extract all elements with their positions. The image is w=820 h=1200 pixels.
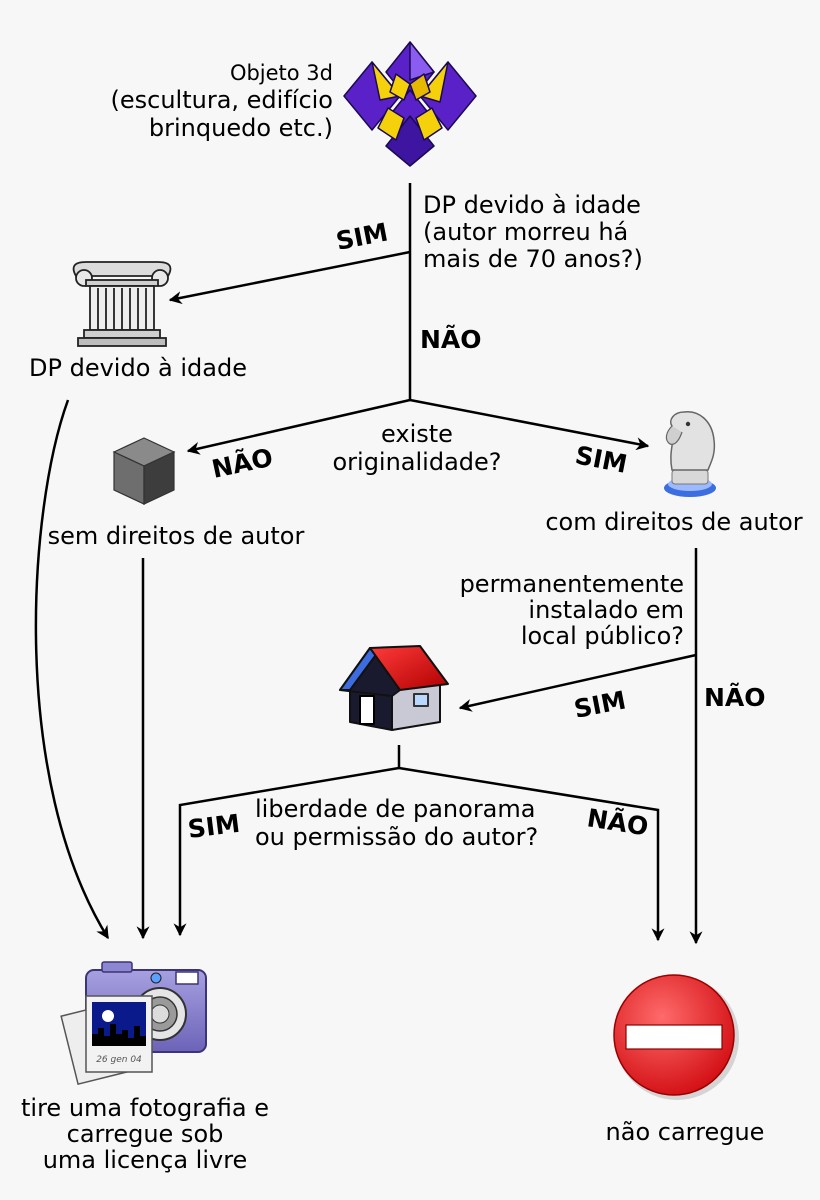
octahedron-sculpture-icon — [343, 41, 477, 167]
public-place-question-line-1: permanentemente — [460, 570, 684, 598]
panorama-question: liberdade de panorama ou permissão do au… — [255, 795, 538, 851]
place-no-label: NÃO — [704, 683, 766, 712]
public-domain-label: DP devido à idade — [29, 354, 247, 382]
stop-sign-icon — [613, 974, 739, 1100]
copyright-label: com direitos de autor — [545, 508, 802, 536]
place-yes-label: SIM — [572, 685, 629, 723]
originality-question: existe originalidade? — [332, 420, 501, 476]
originality-yes-label: SIM — [573, 440, 630, 478]
connectors — [34, 183, 703, 945]
no-copyright-label: sem direitos de autor — [48, 522, 305, 550]
public-place-question-line-2: instalado em — [528, 596, 684, 624]
upload-label-line-1: tire uma fotografia e — [21, 1094, 269, 1122]
camera-photo-icon: 26 gen 04 — [60, 961, 207, 1086]
start-label-line-1: Objeto 3d — [230, 61, 333, 85]
place-yes-arrow — [458, 653, 697, 712]
cube-icon — [112, 437, 176, 505]
age-no-label: NÃO — [420, 325, 482, 354]
start-label: Objeto 3d (escultura, edifício brinquedo… — [111, 61, 334, 142]
panorama-no-arrow — [398, 766, 665, 942]
panorama-question-line-2: ou permissão do autor? — [255, 823, 538, 851]
upload-label-line-3: uma licença livre — [43, 1146, 248, 1174]
greek-column-icon — [72, 261, 172, 347]
age-yes-arrow — [168, 250, 411, 305]
age-question-line-2: (autor morreu há — [423, 218, 628, 246]
age-question: DP devido à idade (autor morreu há mais … — [423, 191, 643, 273]
start-label-line-2: (escultura, edifício — [111, 86, 334, 114]
originality-question-line-2: originalidade? — [332, 448, 501, 476]
panorama-yes-arrow — [173, 766, 400, 937]
house-icon — [339, 645, 449, 731]
age-question-line-3: mais de 70 anos?) — [423, 245, 643, 273]
age-question-line-1: DP devido à idade — [423, 191, 641, 219]
upload-label: tire uma fotografia e carregue sob uma l… — [21, 1094, 269, 1174]
age-yes-label: SIM — [334, 217, 391, 255]
panorama-yes-label: SIM — [186, 809, 241, 844]
upload-label-line-2: carregue sob — [67, 1120, 224, 1148]
start-label-line-3: brinquedo etc.) — [149, 114, 333, 142]
originality-question-line-1: existe — [381, 420, 453, 448]
originality-no-label: NÃO — [209, 443, 275, 484]
panorama-no-label: NÃO — [585, 803, 650, 841]
photo-caption: 26 gen 04 — [96, 1055, 142, 1065]
chess-knight-icon — [664, 411, 716, 497]
originality-yes-arrow — [409, 398, 650, 451]
dont-upload-label: não carregue — [606, 1118, 765, 1146]
public-domain-to-upload-arrow — [34, 399, 110, 940]
originality-no-arrow — [186, 398, 411, 455]
public-place-question-line-3: local público? — [521, 622, 684, 650]
panorama-question-line-1: liberdade de panorama — [255, 795, 535, 823]
public-place-question: permanentemente instalado em local públi… — [460, 570, 684, 650]
